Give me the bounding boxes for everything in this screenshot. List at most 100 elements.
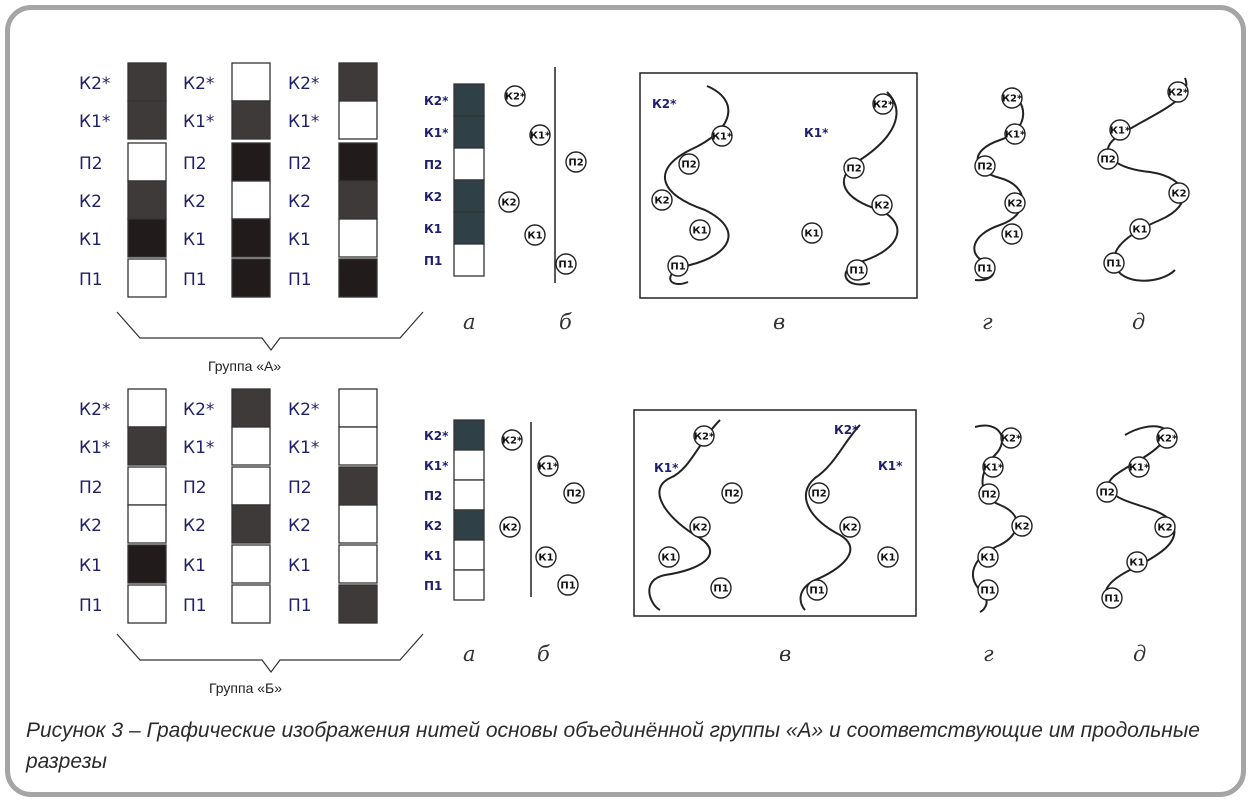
b-v-thread-7: К2* — [834, 423, 859, 437]
group-b-col3-cell-5 — [338, 544, 378, 584]
a-b-thread-2: К1* — [529, 124, 551, 146]
svg-text:К2: К2 — [842, 523, 857, 534]
b-g-thread-1: К2* — [1000, 427, 1022, 449]
b-v-thread-2: К1* — [654, 461, 679, 475]
group-a-section-v-wave-right — [843, 91, 899, 286]
svg-text:П2: П2 — [846, 164, 861, 175]
group-a-col2-label-3: П2 — [183, 154, 207, 174]
a-g-thread-2: К1* — [1004, 123, 1026, 145]
figure-caption: Рисунок 3 – Графические изображения ните… — [26, 719, 1200, 773]
group-a-col2-cell-3 — [231, 142, 271, 182]
group-a-col2-cell-4 — [231, 180, 271, 220]
group-b-small-cell-2 — [453, 449, 485, 481]
group-b-label: Группа «Б» — [209, 680, 282, 696]
group-a-col1-label-4: К2 — [79, 192, 102, 212]
group-a-small-cell-6 — [453, 243, 485, 277]
group-b-col3-cell-4 — [338, 504, 378, 544]
b-v-thread-12: П1 — [806, 579, 828, 601]
a-v-thread-5: К1 — [689, 219, 711, 241]
b-g-thread-6: П1 — [977, 579, 999, 601]
svg-text:К1*: К1* — [538, 462, 559, 473]
svg-text:К1*: К1* — [712, 132, 733, 143]
group-a-label: Группа «А» — [208, 358, 281, 374]
b-v-thread-1: К2* — [693, 425, 715, 447]
group-a-section-g-wave — [973, 89, 1025, 282]
svg-text:К2*: К2* — [502, 436, 523, 447]
svg-text:К1: К1 — [527, 231, 542, 242]
group-b-col2-label-1: К2* — [183, 400, 214, 420]
group-a-col1-cell-4 — [127, 180, 167, 220]
figure-frame — [5, 5, 1246, 797]
svg-text:К2: К2 — [501, 198, 516, 209]
group-a-col2-label-4: К2 — [183, 192, 206, 212]
svg-text:П1: П1 — [809, 586, 824, 597]
group-a-col2-label-6: П1 — [183, 270, 207, 290]
group-a-sublabel-a: а — [463, 310, 476, 334]
a-g-thread-5: К1 — [1001, 223, 1023, 245]
group-a-col3-cell-1 — [338, 62, 378, 102]
group-b-brace — [116, 633, 424, 673]
a-g-thread-6: П1 — [974, 257, 996, 279]
group-a-col3-label-4: К2 — [288, 192, 311, 212]
svg-text:К1*: К1* — [530, 131, 551, 142]
group-a-col3-cell-6 — [338, 258, 378, 298]
group-a-small-cell-1 — [453, 83, 485, 117]
svg-text:К2: К2 — [654, 196, 669, 207]
group-a-col1-label-2: К1* — [79, 112, 110, 132]
group-a-col3-label-3: П2 — [288, 154, 312, 174]
group-a-small-label-2: К1* — [424, 126, 449, 140]
svg-text:К1: К1 — [804, 229, 819, 240]
group-b-col2-label-2: К1* — [183, 438, 214, 458]
b-g-thread-5: К1 — [977, 546, 999, 568]
group-b-col1-label-4: К2 — [79, 516, 102, 536]
b-b-thread-2: К1* — [537, 455, 559, 477]
b-v-thread-9: П2 — [808, 482, 830, 504]
group-b-small-cell-1 — [453, 419, 485, 451]
group-b-col3-label-1: К2* — [288, 400, 319, 420]
group-b-col2-label-4: К2 — [183, 516, 206, 536]
group-a-col2-label-2: К1* — [183, 112, 214, 132]
group-b-col1-cell-3 — [127, 466, 167, 506]
group-b-col2-label-5: К1 — [183, 556, 206, 576]
a-b-thread-6: П1 — [555, 253, 577, 275]
a-g-thread-1: К2* — [1001, 87, 1023, 109]
group-a-small-label-3: П2 — [424, 158, 442, 172]
group-b-col3-cell-3 — [338, 466, 378, 506]
group-a-small-cell-3 — [453, 147, 485, 181]
group-b-sublabel-g: г — [983, 642, 994, 666]
group-b-small-cell-3 — [453, 479, 485, 511]
group-b-col3-label-5: К1 — [288, 556, 311, 576]
group-a-small-label-1: К2* — [424, 94, 449, 108]
group-b-section-v-wave-left — [648, 419, 721, 611]
group-a-small-label-5: К1 — [424, 222, 442, 236]
group-a-col2-label-1: К2* — [183, 74, 214, 94]
group-a-col3-label-6: П1 — [288, 270, 312, 290]
group-b-col3-label-6: П1 — [288, 596, 312, 616]
b-g-thread-2: К1* — [982, 456, 1004, 478]
a-d-thread-1: К2* — [1167, 81, 1189, 103]
b-g-thread-4: К2 — [1011, 515, 1033, 537]
group-a-col3-cell-4 — [338, 180, 378, 220]
group-b-small-label-2: К1* — [424, 459, 449, 473]
svg-text:К2*: К2* — [505, 92, 526, 103]
group-b-small-label-1: К2* — [424, 429, 449, 443]
svg-text:К2*: К2* — [1157, 434, 1178, 445]
svg-text:П2: П2 — [568, 158, 583, 169]
b-v-thread-8: К1* — [878, 459, 903, 473]
b-v-thread-6: П1 — [710, 577, 732, 599]
b-d-thread-3: П2 — [1096, 481, 1118, 503]
b-v-thread-3: П2 — [721, 482, 743, 504]
svg-text:К1: К1 — [1129, 558, 1144, 569]
group-b-col3-label-2: К1* — [288, 438, 319, 458]
svg-text:К1: К1 — [1004, 230, 1019, 241]
group-b-sublabel-d: д — [1133, 642, 1146, 666]
a-g-thread-3: П2 — [974, 155, 996, 177]
svg-text:К2*: К2* — [694, 432, 715, 443]
